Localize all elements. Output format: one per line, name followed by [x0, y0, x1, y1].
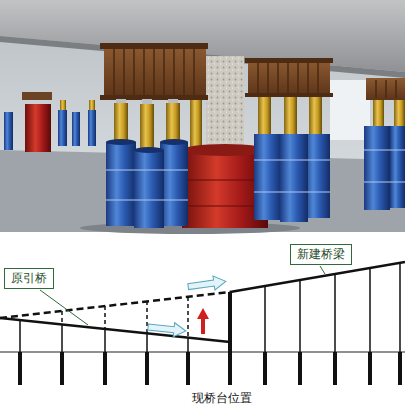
jack [394, 100, 405, 128]
jack [89, 100, 95, 110]
column-top [134, 147, 164, 153]
original-deck [0, 318, 230, 342]
beam-ribs [258, 63, 318, 93]
beam-flange [245, 58, 333, 63]
jack [140, 104, 154, 150]
steel-beam [22, 92, 52, 100]
jack [284, 97, 297, 136]
blue-column [254, 134, 282, 220]
blue-column [160, 142, 188, 226]
blue-column [280, 134, 308, 222]
new-deck [230, 262, 405, 292]
lift-arrow [201, 317, 205, 334]
blue-column [4, 112, 13, 150]
column-top [160, 139, 188, 145]
raised-piers [62, 297, 188, 338]
blue-column [72, 112, 80, 146]
beam-flange [100, 43, 208, 49]
blue-column [58, 110, 67, 146]
column-top [106, 139, 136, 145]
beam-ribs [376, 80, 396, 98]
background [0, 0, 405, 232]
beam-flange [245, 93, 333, 97]
leader-line [320, 266, 325, 274]
red-cylinder [25, 104, 51, 152]
jack [309, 97, 322, 135]
jack [60, 100, 66, 110]
jack [190, 100, 202, 150]
abutment [228, 292, 232, 385]
blue-column [88, 110, 96, 146]
position-label: 现桥台位置 [192, 391, 252, 406]
column-collars [106, 150, 405, 200]
callout-text: 原引桥 [11, 271, 47, 286]
callout-box: 新建桥梁 [290, 244, 352, 265]
leader-line [40, 290, 88, 325]
callout-text: 新建桥梁 [297, 247, 345, 262]
blue-column [364, 126, 390, 210]
piers [20, 263, 400, 352]
raised-deck [0, 292, 230, 318]
jack [114, 103, 128, 143]
blue-column [134, 150, 164, 228]
lift-arrow-head [197, 308, 209, 319]
steel-beam [248, 60, 330, 96]
steel-beam [366, 78, 405, 100]
jack [166, 103, 180, 143]
concrete-block [206, 56, 244, 156]
blue-columns [106, 126, 405, 228]
beam-ribs [114, 49, 194, 95]
jack [373, 100, 384, 128]
callout-box: 原引桥 [4, 268, 54, 289]
blue-column [106, 142, 136, 226]
steel-beam [104, 46, 206, 98]
jack [258, 97, 271, 136]
move-arrow [187, 274, 227, 293]
piles [20, 352, 400, 385]
move-arrow [147, 320, 186, 338]
blue-column [390, 126, 405, 208]
floor [0, 150, 405, 232]
